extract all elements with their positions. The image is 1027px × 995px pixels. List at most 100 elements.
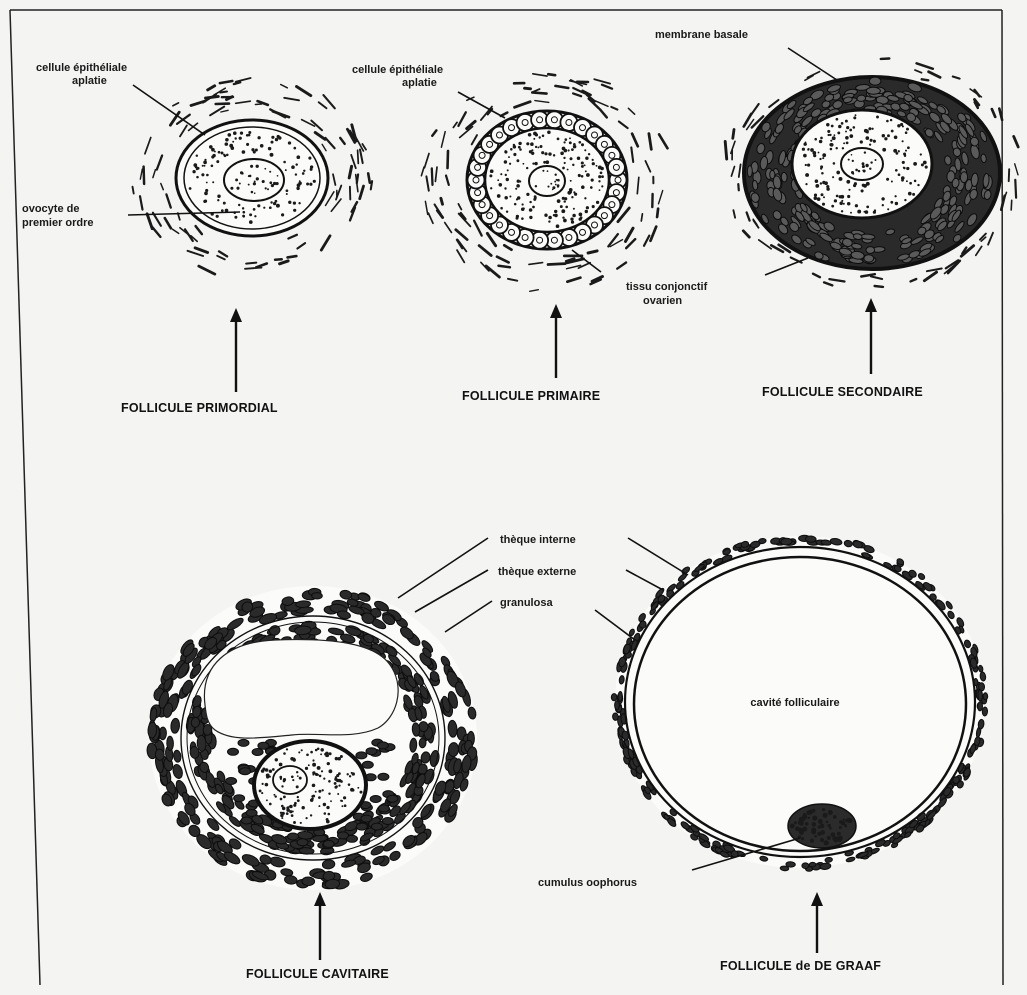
granulosa-cell [226,778,237,785]
cumulus-cell [818,825,821,828]
cytoplasm-dot [270,201,272,203]
chromatin-dot [862,162,865,165]
cytoplasm-dot [830,148,833,151]
cytoplasm-dot [898,150,900,152]
cytoplasm-dot [823,196,825,198]
chromatin-dot [557,184,560,187]
cytoplasm-dot [248,131,251,134]
cytoplasm-dot [293,201,296,204]
stroma-strand [319,102,327,108]
leader-membrane-basale [788,48,840,82]
cumulus-cell [826,821,829,824]
cumulus-cell [802,827,807,832]
cytoplasm-dot [571,220,574,223]
cytoplasm-dot [599,189,601,191]
stroma-strand [953,77,960,79]
cytoplasm-dot [835,147,837,149]
stroma-strand [497,257,509,263]
cumulus-cell [794,821,797,824]
cytoplasm-dot [325,752,328,755]
cumulus-cell [801,817,806,822]
stroma-strand [747,212,750,220]
epithelial-cell-nucleus [537,117,543,123]
chromatin-dot [555,184,557,186]
cytoplasm-dot [312,759,314,761]
cytoplasm-dot [529,150,532,153]
epithelial-cell-nucleus [613,164,619,170]
cytoplasm-dot [827,134,829,136]
chromatin-dot [256,177,259,180]
cytoplasm-dot [580,216,583,219]
cytoplasm-dot [596,165,598,167]
theca-cell [805,536,816,543]
chromatin-dot [230,187,233,190]
cytoplasm-dot [306,753,309,756]
stroma-strand [166,194,170,207]
chromatin-dot [269,171,271,173]
cytoplasm-dot [560,205,563,208]
chromatin-dot [542,170,544,172]
cumulus-cell [810,839,814,843]
stroma-strand [425,201,427,214]
cytoplasm-dot [590,186,593,189]
cumulus-cell [829,827,832,830]
stroma-strand [733,130,734,139]
cytoplasm-dot [286,748,288,750]
cytoplasm-dot [249,220,253,224]
epithelial-cell-nucleus [601,141,607,147]
cytoplasm-dot [598,175,601,178]
cytoplasm-dot [242,211,245,214]
cytoplasm-dot [571,148,574,151]
cytoplasm-dot [506,211,508,213]
cytoplasm-dot [289,805,292,808]
stroma-strand [645,161,650,172]
theca-cell [809,862,816,867]
cytoplasm-dot [557,138,560,141]
cytoplasm-dot [320,748,323,751]
stroma-strand [530,290,539,292]
cytoplasm-dot [218,151,221,154]
cytoplasm-dot [548,220,550,222]
cytoplasm-dot [577,157,581,161]
stroma-strand [140,169,142,179]
cytoplasm-dot [233,131,237,135]
cumulus-cell [803,813,806,816]
granulosa-cell [323,840,334,847]
cytoplasm-dot [189,187,192,190]
epithelial-cell-nucleus [615,177,621,183]
stroma-strand [479,246,491,256]
cytoplasm-dot [545,160,549,164]
epithelial-cell-nucleus [479,202,485,208]
cumulus-cell [811,828,816,833]
cytoplasm-dot [340,755,343,758]
cytoplasm-dot [321,770,323,772]
cytoplasm-dot [855,114,857,116]
cytoplasm-dot [543,161,546,164]
leader-theque-externe-cavitary [415,570,488,612]
chromatin-dot [262,180,265,183]
cytoplasm-dot [285,169,287,171]
stroma-strand [199,266,215,274]
stroma-strand [927,269,942,272]
cytoplasm-dot [886,120,889,123]
stroma-strand [602,85,612,89]
cytoplasm-dot [573,208,575,210]
cytoplasm-dot [855,204,858,207]
stroma-strand [917,63,933,69]
stroma-strand [333,174,335,185]
stroma-strand [322,144,326,150]
epithelial-cell-nucleus [580,125,586,131]
stroma-strand [1015,180,1016,198]
stroma-strand [548,264,565,265]
cytoplasm-dot [822,181,826,185]
cytoplasm-dot [269,803,272,806]
cytoplasm-dot [831,205,834,208]
cytoplasm-dot [204,165,206,167]
cytoplasm-dot [868,127,871,130]
secondary-follicle [725,59,1018,287]
cytoplasm-dot [535,146,537,148]
stroma-strand [358,150,359,163]
cytoplasm-dot [225,138,229,142]
cytoplasm-dot [815,179,819,183]
